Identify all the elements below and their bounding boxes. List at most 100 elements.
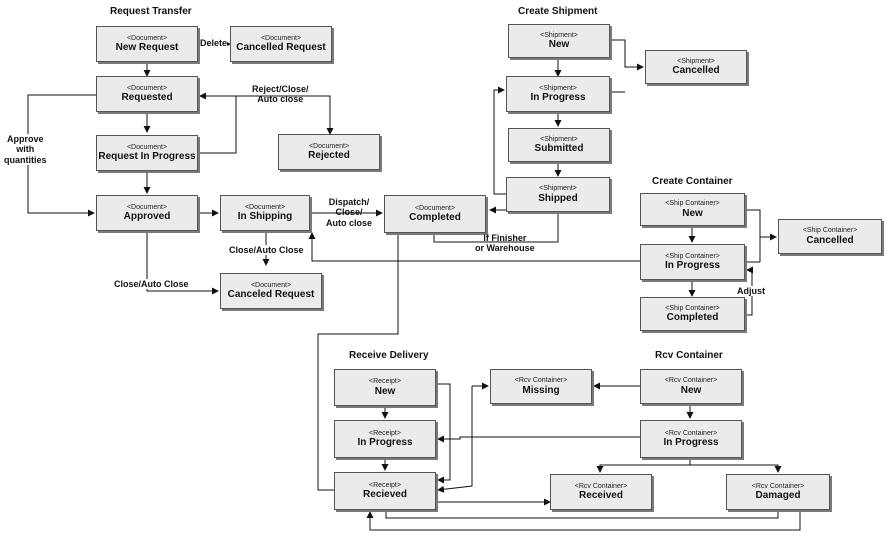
state-name: Completed [409, 212, 461, 224]
state-name: In Progress [530, 92, 586, 104]
arrow-inprogress-to-requested [198, 92, 237, 154]
state-container-new[interactable]: <Ship Container> New [640, 193, 745, 226]
title-create-shipment: Create Shipment [518, 6, 598, 17]
state-name: Canceled Request [227, 289, 315, 301]
arrow-rcvd-to-damaged [385, 510, 779, 519]
state-request-in-progress[interactable]: <Document> Request In Progress [96, 135, 198, 171]
state-shipment-cancelled[interactable]: <Shipment> Cancelled [645, 50, 747, 84]
state-name: In Progress [663, 437, 719, 449]
state-shipment-submitted[interactable]: <Shipment> Submitted [508, 128, 610, 162]
stereotype: <Shipment> [540, 31, 578, 39]
arrow-shipped-to-inprogress [493, 86, 506, 195]
state-rcv-in-progress[interactable]: <Rcv Container> In Progress [640, 420, 742, 458]
state-shipment-new[interactable]: <Shipment> New [508, 24, 610, 58]
state-name: Request In Progress [98, 151, 196, 163]
label-close-auto-close-approved: Close/Auto Close [114, 279, 189, 290]
stereotype: <Shipment> [539, 84, 577, 92]
arrow-missing-to-received [437, 386, 473, 493]
arrow-requested-to-rejected [236, 95, 334, 135]
state-container-in-progress[interactable]: <Ship Container> In Progress [640, 244, 745, 280]
state-name: Cancelled [672, 65, 720, 77]
title-rcv-container: Rcv Container [655, 350, 723, 361]
state-name: In Progress [664, 260, 721, 272]
arrow-ship-to-cancelled [610, 39, 644, 71]
state-name: Cancelled Request [236, 42, 326, 54]
state-name: In Shipping [237, 211, 293, 223]
stereotype: <Document> [126, 34, 168, 42]
arrow-rcv-inprogress-to-receipt [437, 435, 640, 443]
stereotype: <Shipment> [677, 57, 715, 65]
stereotype: <Rcv Container> [664, 429, 718, 437]
arrow-received-to-completed [317, 233, 399, 491]
state-name: Shipped [538, 192, 578, 204]
state-name: Submitted [534, 143, 584, 155]
state-approved[interactable]: <Document> Approved [96, 195, 198, 231]
label-if-finisher: If Finisher or Warehouse [475, 233, 535, 254]
state-name: Rejected [308, 150, 350, 162]
state-name: New [682, 207, 703, 219]
state-name: Damaged [755, 490, 801, 502]
stereotype: <Document> [126, 84, 168, 92]
stereotype: <Document> [260, 34, 302, 42]
stereotype: <Document> [126, 203, 168, 211]
stereotype: <Document> [244, 203, 286, 211]
state-name: New [680, 384, 702, 396]
arrow-shipped-to-completed [433, 212, 559, 243]
arrow-rcv-to-damaged [690, 464, 782, 473]
arrow-rcpt-new-to-received [436, 383, 451, 484]
state-name: Approved [123, 211, 171, 223]
state-name: Missing [522, 384, 560, 396]
state-rejected[interactable]: <Document> Rejected [278, 134, 380, 170]
state-receipt-new[interactable]: <Receipt> New [334, 369, 436, 406]
state-receipt-in-progress[interactable]: <Receipt> In Progress [334, 420, 436, 458]
state-shipment-shipped[interactable]: <Shipment> Shipped [506, 177, 610, 212]
state-name: Completed [666, 312, 719, 324]
stereotype: <Rcv Container> [751, 482, 805, 490]
state-name: New [374, 385, 396, 397]
state-canceled-request[interactable]: <Document> Canceled Request [220, 273, 322, 309]
state-receipt-received[interactable]: <Receipt> Recieved [334, 472, 436, 510]
state-rcv-missing[interactable]: <Rcv Container> Missing [490, 369, 592, 404]
state-rcv-damaged[interactable]: <Rcv Container> Damaged [726, 474, 830, 510]
arrow-approved-to-canceled [146, 231, 219, 295]
label-adjust: Adjust [737, 286, 765, 297]
title-create-container: Create Container [652, 176, 733, 187]
state-name: Requested [121, 92, 173, 104]
state-completed-document[interactable]: <Document> Completed [384, 195, 486, 233]
stereotype: <Ship Container> [665, 304, 720, 312]
stereotype: <Rcv Container> [664, 377, 718, 385]
state-shipment-in-progress[interactable]: <Shipment> In Progress [506, 76, 610, 112]
arrow-cont-to-cancelled [745, 209, 777, 241]
stereotype: <Rcv Container> [514, 377, 568, 385]
stereotype: <Document> [250, 281, 292, 289]
stereotype: <Document> [414, 204, 456, 212]
state-new-request[interactable]: <Document> New Request [96, 26, 198, 62]
label-dispatch-close: Dispatch/ Close/ Auto close [326, 197, 373, 228]
state-name: Received [579, 490, 623, 502]
label-delete: Delete [200, 38, 228, 49]
arrow-damaged-to-receipt [366, 510, 801, 531]
arrow-container-to-inshipping [308, 232, 640, 262]
state-name: Recieved [363, 489, 407, 501]
stereotype: <Shipment> [540, 135, 578, 143]
state-container-completed[interactable]: <Ship Container> Completed [640, 297, 745, 331]
state-rcv-received[interactable]: <Rcv Container> Received [550, 474, 652, 510]
label-approve-with-quantities: Approve with quantities [4, 134, 47, 166]
stereotype: <Ship Container> [665, 252, 720, 260]
state-rcv-new[interactable]: <Rcv Container> New [640, 369, 742, 404]
arrow-rcv-to-received [596, 458, 691, 473]
label-reject-close: Reject/Close/ Auto close [252, 84, 309, 105]
stereotype: <Rcv Container> [574, 482, 628, 490]
stereotype: <Document> [126, 143, 168, 151]
title-request-transfer: Request Transfer [110, 6, 192, 17]
stereotype: <Receipt> [369, 429, 401, 437]
state-in-shipping[interactable]: <Document> In Shipping [220, 195, 310, 231]
stereotype: <Ship Container> [665, 200, 720, 208]
state-name: Cancelled [806, 234, 854, 246]
state-requested[interactable]: <Document> Requested [96, 76, 198, 112]
stereotype: <Receipt> [369, 481, 401, 489]
state-container-cancelled[interactable]: <Ship Container> Cancelled [778, 219, 882, 254]
state-cancelled-request[interactable]: <Document> Cancelled Request [230, 26, 332, 62]
title-receive-delivery: Receive Delivery [349, 350, 429, 361]
